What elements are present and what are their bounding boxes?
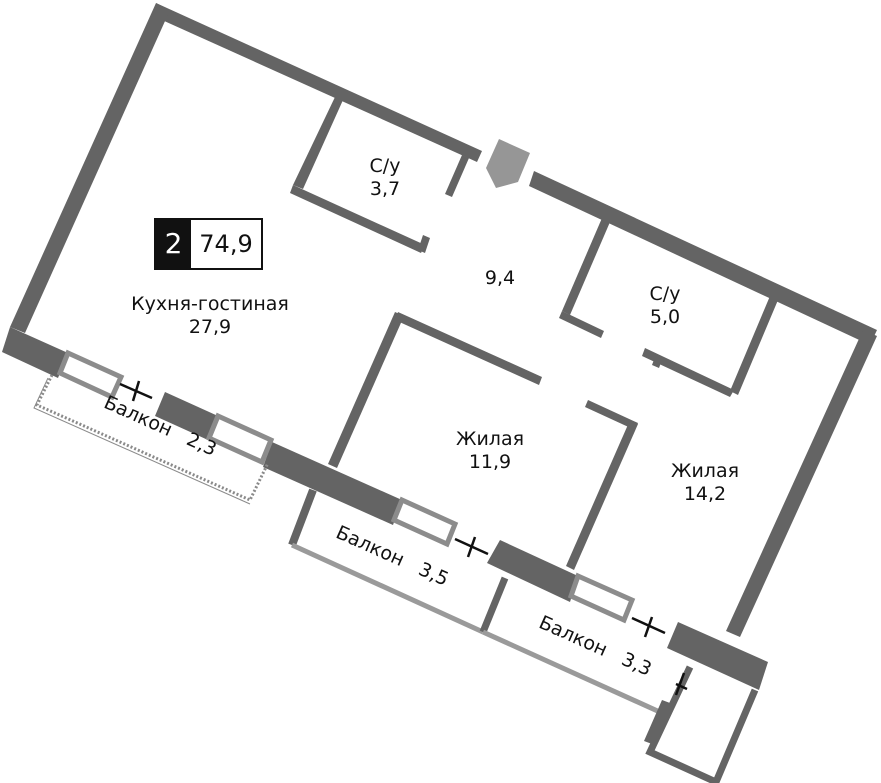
room-label-kitchen: Кухня-гостиная 27,9	[125, 293, 295, 339]
wall-bath2-stub	[652, 357, 662, 368]
wall-bath1-right	[445, 155, 469, 197]
apartment-badge: 2 74,9	[154, 218, 263, 270]
room-area: 3,7	[369, 178, 401, 200]
wall-facade-5	[667, 622, 768, 690]
door-marks	[119, 380, 688, 696]
balcony2-wall	[288, 488, 317, 547]
wall-bath2-left	[562, 218, 610, 315]
wall-bedroom1-right-top	[585, 400, 638, 430]
wall-bath1-left	[293, 97, 343, 189]
wall-outer-right	[726, 330, 877, 637]
balcony2-divider	[479, 576, 509, 634]
wall-outer-top-right	[529, 171, 877, 345]
wall-bath2-right	[730, 296, 778, 395]
room-label-hall: 9,4	[470, 267, 530, 290]
wall-bath2-bottom-left	[559, 311, 604, 338]
window-kitchen-1	[56, 349, 125, 401]
wall-bath1-stub	[418, 235, 430, 253]
room-name: С/у	[649, 283, 681, 305]
wall-bedroom1-right	[566, 420, 638, 570]
room-area: 27,9	[188, 316, 232, 338]
room-name: Кухня-гостиная	[131, 293, 289, 315]
wall-facade-3	[263, 442, 402, 525]
room-label-bath2: С/у 5,0	[625, 283, 705, 329]
wall-facade-4	[487, 540, 578, 602]
room-label-bedroom2: Жилая 14,2	[655, 460, 755, 506]
balcony3-annex	[645, 665, 759, 783]
room-label-bath1: С/у 3,7	[345, 155, 425, 201]
wall-bedroom1-left	[328, 312, 404, 468]
entrance-marker	[486, 139, 530, 188]
room-area: 11,9	[468, 451, 512, 473]
wall-facade-1	[2, 327, 68, 378]
wall-facade-2	[155, 392, 218, 440]
wall-outer-left	[10, 3, 170, 333]
wall-bedroom1-top	[395, 312, 542, 385]
room-label-bedroom1: Жилая 11,9	[440, 428, 540, 474]
room-count: 2	[156, 220, 191, 268]
total-area: 74,9	[191, 220, 261, 268]
room-name: Жилая	[670, 460, 740, 482]
wall-outer-top-left	[156, 3, 482, 162]
balcony3-side-wall	[644, 700, 670, 744]
window-kitchen-2	[205, 412, 275, 466]
balcony1-railing	[34, 374, 270, 502]
room-name: С/у	[369, 155, 401, 177]
room-area: 14,2	[683, 483, 727, 505]
window-bedroom2	[567, 572, 636, 624]
balcony3-railing	[481, 629, 664, 716]
balcony1-railing-inner	[33, 377, 251, 505]
wall-bath1-bottom	[290, 185, 425, 253]
room-area: 9,4	[484, 267, 516, 289]
wall-bath2-bottom-right	[642, 348, 734, 397]
window-bedroom1	[390, 496, 459, 548]
room-area: 5,0	[649, 306, 681, 328]
balcony2-railing	[290, 542, 485, 635]
room-name: Жилая	[455, 428, 525, 450]
